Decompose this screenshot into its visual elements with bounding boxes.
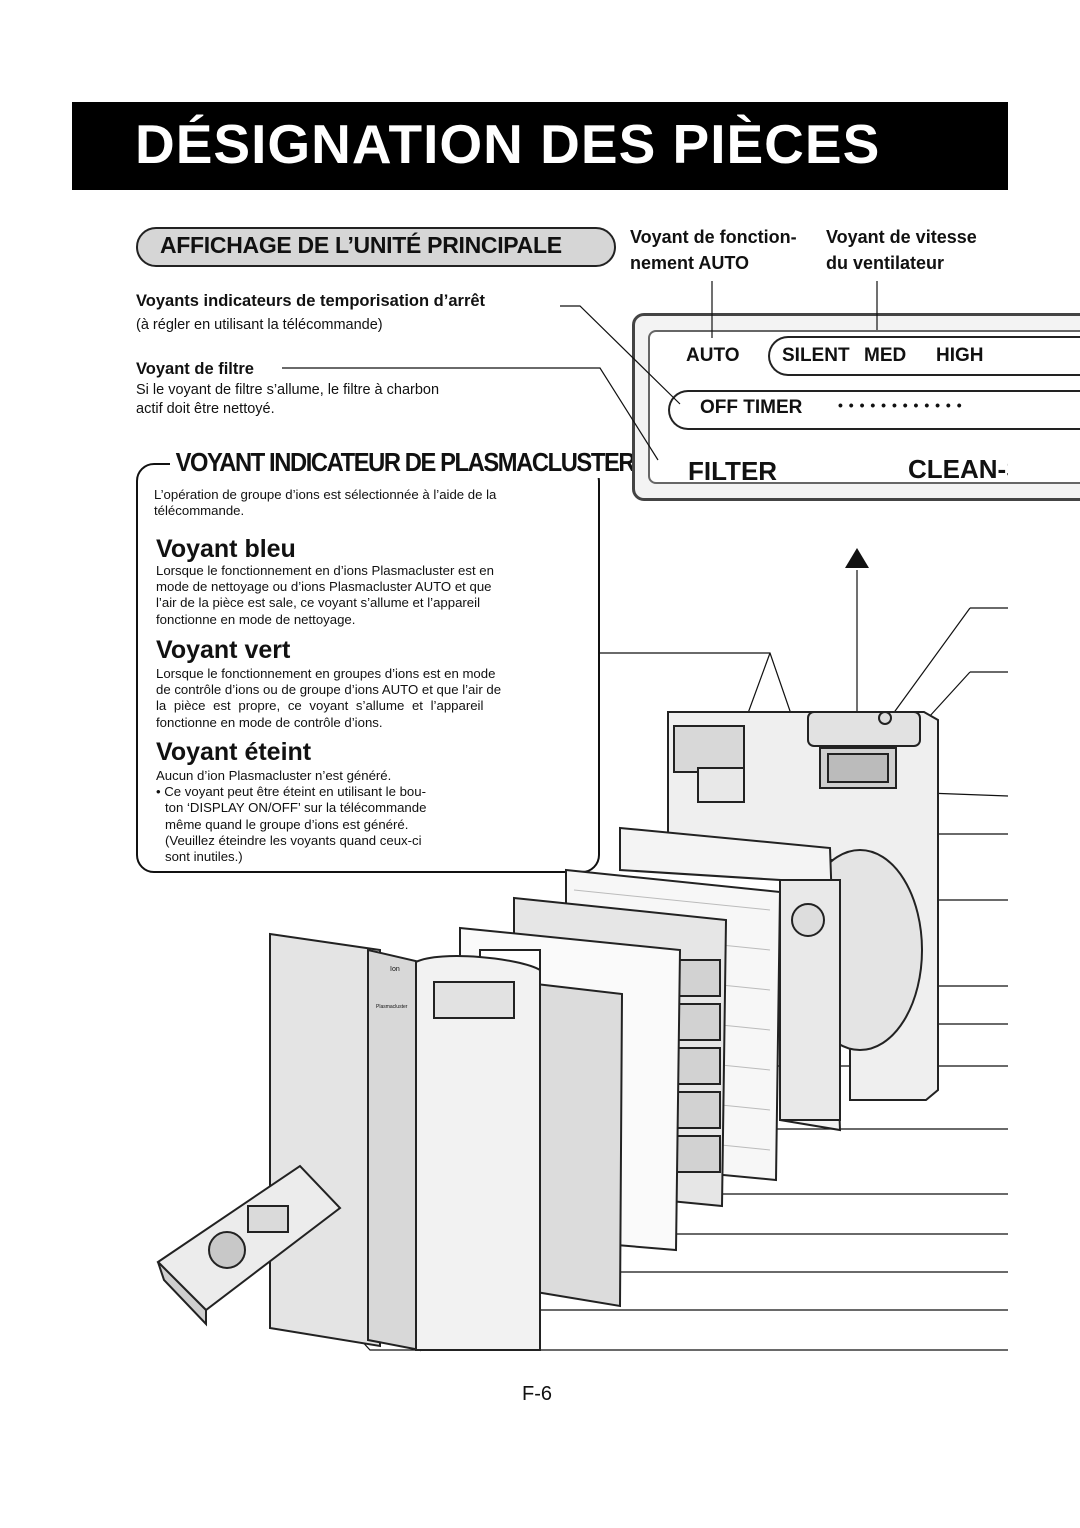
speed-capsule xyxy=(768,336,1080,376)
blue-line-1: Lorsque le fonctionnement en d’ions Plas… xyxy=(156,563,494,578)
panel-off-timer: OFF TIMER xyxy=(700,397,803,418)
timer-lamps-note: (à régler en utilisant la télécommande) xyxy=(136,317,383,333)
green-line-1: Lorsque le fonctionnement en groupes d’i… xyxy=(156,666,496,681)
green-lamp-heading: Voyant vert xyxy=(156,636,291,664)
green-line-4: fonctionne en mode de contrôle d’ions. xyxy=(156,714,383,730)
auto-lamp-label: Voyant de fonction- nement AUTO xyxy=(630,224,797,276)
blue-line-3: l’air de la pièce est sale, ce voyant s’… xyxy=(156,595,480,611)
panel-auto: AUTO xyxy=(686,345,740,366)
plasmacluster-box xyxy=(136,463,600,873)
off-bullet-3: même quand le groupe d’ions est généré. xyxy=(165,816,409,832)
blue-line-2: mode de nettoyage ou d’ions Plasmacluste… xyxy=(156,579,492,595)
blue-lamp-heading: Voyant bleu xyxy=(156,535,296,563)
off-bullet-2: ton ‘DISPLAY ON/OFF’ sur la télécommande xyxy=(165,800,427,816)
filter-lamp-desc-1: Si le voyant de filtre s’allume, le filt… xyxy=(136,382,440,398)
intro-line-1: L’opération de groupe d’ions est sélecti… xyxy=(154,487,497,502)
blue-line-4: fonctionne en mode de nettoyage. xyxy=(156,611,356,627)
device-logo-ion: Ion xyxy=(390,966,400,973)
page-number: F-6 xyxy=(522,1383,552,1405)
display-panel-inner xyxy=(648,330,1080,484)
panel-clean: CLEAN-S xyxy=(908,454,1008,484)
auto-lamp-label-line1: Voyant de fonction- xyxy=(630,227,797,247)
off-bullet-5: sont inutiles.) xyxy=(165,849,243,865)
title-banner xyxy=(72,102,1008,190)
filter-lamp-title: Voyant de filtre xyxy=(136,360,254,378)
section-pill xyxy=(136,227,616,267)
intro-line-2: télécommande. xyxy=(154,503,245,519)
speed-lamp-label-line2: du ventilateur xyxy=(826,253,945,273)
section-title: AFFICHAGE DE L’UNITÉ PRINCIPALE xyxy=(160,232,562,258)
remote-control xyxy=(156,1164,342,1327)
page-title: DÉSIGNATION DES PIÈCES xyxy=(135,113,881,175)
fan-unit xyxy=(619,826,842,1132)
speed-lamp-label: Voyant de vitesse du ventilateur xyxy=(826,224,977,276)
timer-capsule xyxy=(668,390,1080,430)
green-line-2: de contrôle d’ions ou de groupe d’ions A… xyxy=(156,682,502,698)
auto-lamp-label-line2: nement AUTO xyxy=(630,253,750,273)
blue-lamp-desc: Lorsque le fonctionnement en d’ions Plas… xyxy=(156,563,494,628)
panel-filter: FILTER xyxy=(688,456,778,486)
off-bullet-1: • Ce voyant peut être éteint en utilisan… xyxy=(156,784,426,800)
plasmacluster-intro: L’opération de groupe d’ions est sélecti… xyxy=(154,487,496,519)
green-line-3: la pièce est propre, ce voyant s’allume … xyxy=(156,698,484,714)
panel-timer-dots: • • • • • • • • • • • • xyxy=(838,397,963,413)
panel-clean-clip: CLEAN-S xyxy=(908,454,1008,490)
plasmacluster-box-title: VOYANT INDICATEUR DE PLASMACLUSTER xyxy=(170,449,640,478)
timer-lamps-title: Voyants indicateurs de temporisation d’a… xyxy=(136,292,486,310)
speed-lamp-label-line1: Voyant de vitesse xyxy=(826,227,977,247)
panel-high: HIGH xyxy=(936,345,984,366)
off-line-1: Aucun d’ion Plasmacluster n’est généré. xyxy=(156,768,392,783)
panel-silent: SILENT xyxy=(782,345,850,366)
green-lamp-desc: Lorsque le fonctionnement en groupes d’i… xyxy=(156,666,501,731)
off-lamp-desc: Aucun d’ion Plasmacluster n’est généré. … xyxy=(156,768,426,865)
panel-med: MED xyxy=(864,345,907,366)
device-logo-brand: Plasmacluster xyxy=(376,1004,408,1010)
front-panel xyxy=(269,932,541,1352)
off-bullet-4: (Veuillez éteindre les voyants quand ceu… xyxy=(165,832,422,848)
off-lamp-heading: Voyant éteint xyxy=(156,738,312,766)
filter-lamp-desc-2: actif doit être nettoyé. xyxy=(136,401,275,417)
pre-filter xyxy=(535,982,624,1308)
